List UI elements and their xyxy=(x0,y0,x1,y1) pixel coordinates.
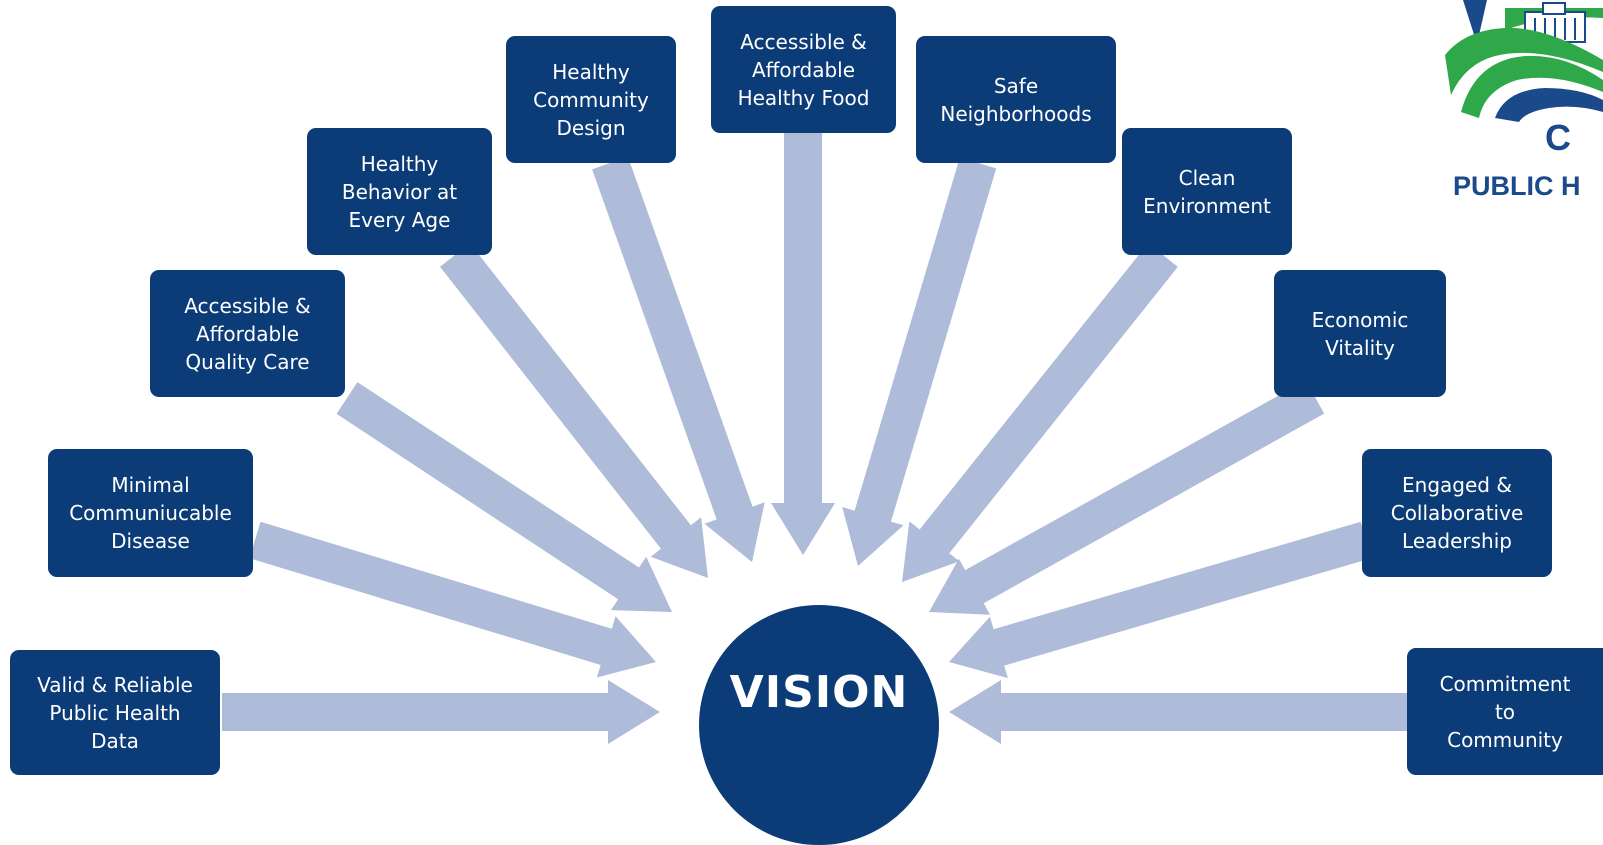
node-clean-environment: Clean Environment xyxy=(1122,128,1292,255)
node-accessible-quality-care: Accessible & Affordable Quality Care xyxy=(150,270,345,397)
arrow-safe xyxy=(842,157,997,566)
arrow-food xyxy=(771,133,835,555)
svg-text:HEA: HEA xyxy=(1553,95,1568,102)
arrow-care xyxy=(336,382,672,612)
arrow-design xyxy=(592,156,765,562)
node-engaged-collaborative-leadership: Engaged & Collaborative Leadership xyxy=(1362,449,1552,577)
node-economic-vitality: Economic Vitality xyxy=(1274,270,1446,397)
arrow-economic xyxy=(929,380,1325,615)
arrow-disease xyxy=(249,521,656,678)
node-accessible-healthy-food: Accessible & Affordable Healthy Food xyxy=(711,6,896,133)
connector-arrows xyxy=(222,133,1408,744)
organization-logo: HEA C PUBLIC H xyxy=(1445,0,1603,220)
node-safe-neighborhoods: Safe Neighborhoods xyxy=(916,36,1116,163)
node-minimal-communicable-disease: Minimal Communiucable Disease xyxy=(48,449,253,577)
arrow-commitment xyxy=(949,680,1408,744)
logo-title: PUBLIC H xyxy=(1453,171,1581,201)
vision-label: VISION xyxy=(729,667,909,718)
node-healthy-community-design: Healthy Community Design xyxy=(506,36,676,163)
node-commitment-to-community: Commitment to Community xyxy=(1407,648,1603,775)
node-valid-reliable-data: Valid & Reliable Public Health Data xyxy=(10,650,220,775)
arrow-clean xyxy=(902,243,1178,582)
node-healthy-behavior: Healthy Behavior at Every Age xyxy=(307,128,492,255)
svg-text:C: C xyxy=(1545,117,1571,158)
vision-circle: VISION xyxy=(699,605,939,845)
arrow-behavior xyxy=(440,243,708,579)
arrow-leadership xyxy=(949,521,1372,679)
logo-emblem-icon: HEA C xyxy=(1445,0,1603,158)
arrow-data xyxy=(222,680,660,744)
